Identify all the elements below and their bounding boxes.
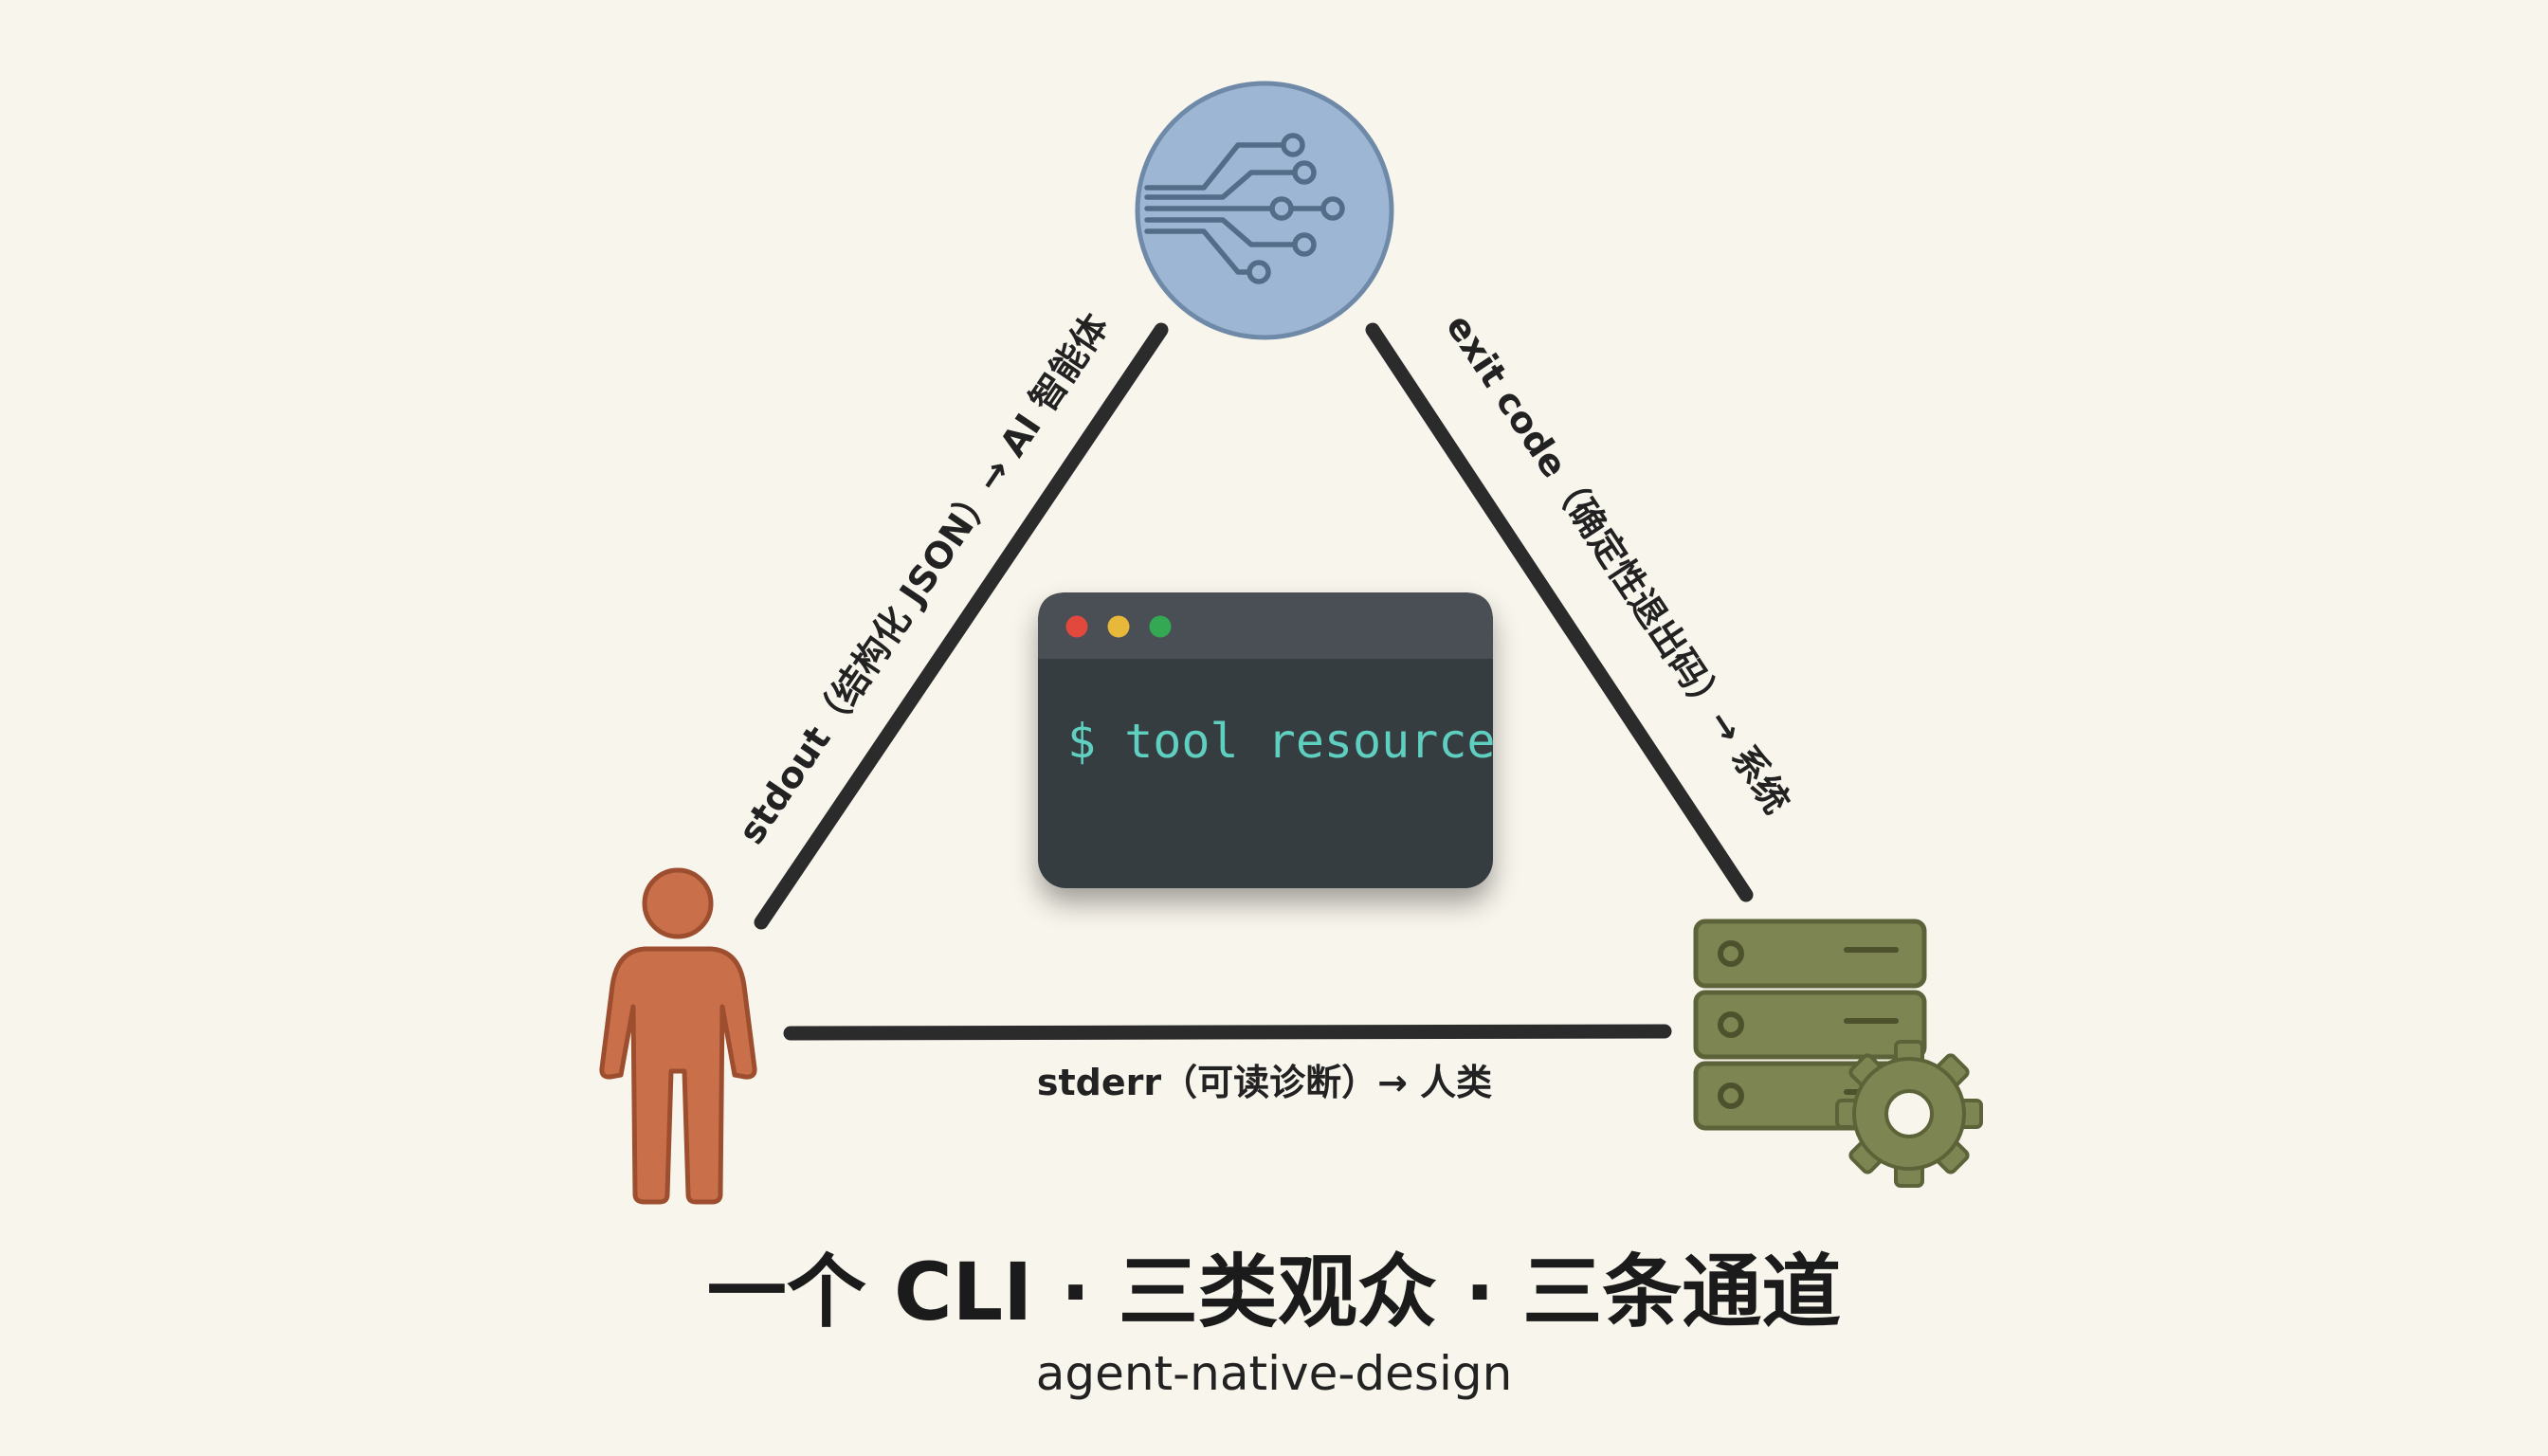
window-minimize-dot: [1107, 615, 1130, 638]
server-gear-icon: [1693, 919, 1983, 1188]
terminal-window: [1038, 592, 1493, 888]
edge-line-exit-code: [1365, 322, 1754, 902]
gear-icon: [1835, 1040, 1983, 1188]
person-icon: [599, 867, 757, 1205]
terminal-command: $ tool resource: [1067, 714, 1496, 769]
edge-line-stdout: [754, 322, 1169, 930]
ai-circuit-icon: [1135, 81, 1394, 340]
window-close-dot: [1065, 615, 1088, 638]
edge-line-stderr: [783, 1024, 1672, 1041]
edge-label-stderr: stderr（可读诊断）→ 人类: [1037, 1062, 1492, 1103]
diagram-subtitle: agent-native-design: [1036, 1346, 1513, 1401]
window-maximize-dot: [1149, 615, 1172, 638]
diagram-title: 一个 CLI · 三类观众 · 三条通道: [707, 1246, 1841, 1338]
